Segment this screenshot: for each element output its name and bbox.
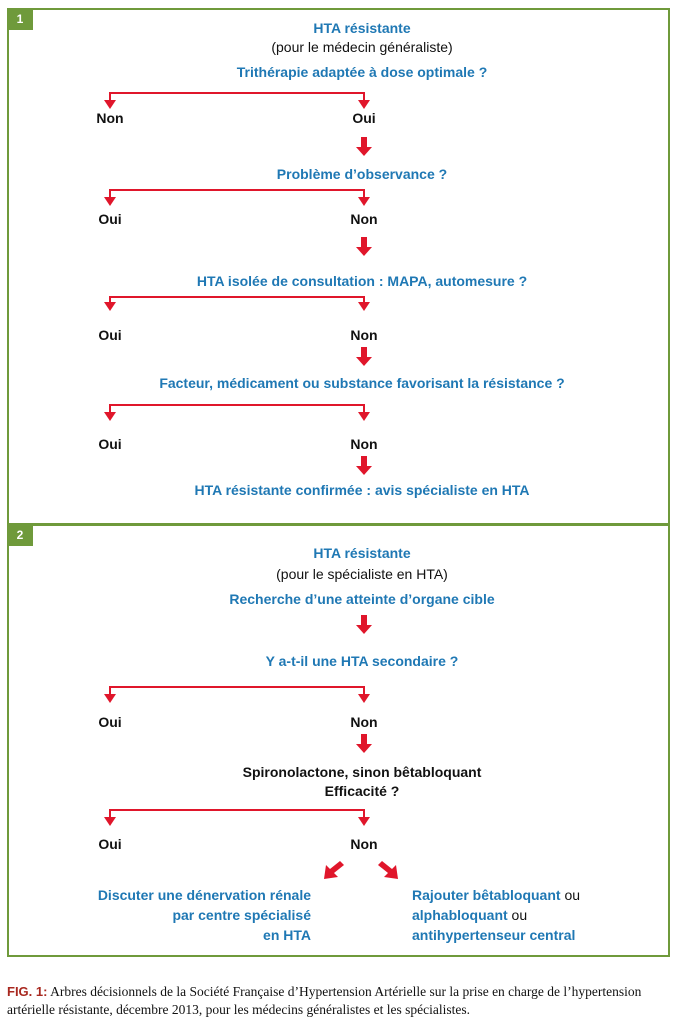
- right-result-bold: antihypertenseur central: [412, 927, 576, 943]
- figure-caption: FIG. 1: Arbres décisionnels de la Sociét…: [7, 983, 673, 1019]
- answer-left: Non: [96, 110, 124, 126]
- question-2: Problème d’observance ?: [276, 166, 448, 182]
- panel-2-subtitle: (pour le spécialiste en HTA): [276, 566, 448, 582]
- arrowhead: [104, 302, 116, 311]
- step-1: Recherche d’une atteinte d’organe cible: [229, 591, 495, 607]
- answer-right: Oui: [352, 110, 376, 126]
- arrowhead: [358, 694, 370, 703]
- panel-1-title: HTA résistante: [313, 20, 411, 36]
- right-result-or: ou: [507, 907, 528, 923]
- branch-arrow: [109, 809, 365, 820]
- arrowhead: [104, 197, 116, 206]
- answer-right: Non: [350, 714, 378, 730]
- diagonal-arrow-left: [324, 861, 344, 879]
- question-3: HTA isolée de consultation : MAPA, autom…: [196, 273, 528, 289]
- arrowhead: [104, 100, 116, 109]
- panel-2: 2: [7, 524, 670, 957]
- down-arrow: [356, 347, 372, 366]
- panel-2-question-2-line2: Efficacité ?: [324, 783, 400, 799]
- branch-arrow: [109, 404, 365, 415]
- answer-right: Non: [350, 327, 378, 343]
- panel-1-subtitle: (pour le médecin généraliste): [271, 39, 453, 55]
- caption-text: Arbres décisionnels de la Société França…: [7, 984, 642, 1017]
- answer-left: Oui: [98, 327, 122, 343]
- branch-arrow: [109, 92, 365, 103]
- left-result-line: Discuter une dénervation rénale: [97, 887, 311, 903]
- right-result-or: ou: [560, 887, 581, 903]
- branch-arrow: [109, 189, 365, 200]
- question-4: Facteur, médicament ou substance favoris…: [159, 375, 565, 391]
- down-arrow: [356, 734, 372, 753]
- arrowhead: [358, 100, 370, 109]
- panel-2-question-1: Y a-t-il une HTA secondaire ?: [265, 653, 459, 669]
- right-result-bold: alphabloquant: [412, 907, 508, 923]
- branch-arrow: [109, 686, 365, 697]
- panel-2-number: 2: [7, 524, 33, 546]
- down-arrow: [356, 137, 372, 156]
- answer-right: Non: [350, 836, 378, 852]
- arrowhead: [358, 197, 370, 206]
- answer-left: Oui: [98, 714, 122, 730]
- left-result-line: en HTA: [263, 927, 311, 943]
- panel-2-question-2-line1: Spironolactone, sinon bêtabloquant: [242, 764, 482, 780]
- answer-left: Oui: [98, 436, 122, 452]
- answer-right: Non: [350, 211, 378, 227]
- down-arrow: [356, 615, 372, 634]
- caption-label: FIG. 1:: [7, 984, 48, 999]
- diagonal-arrow-right: [378, 861, 398, 879]
- panel-1-number: 1: [7, 8, 33, 30]
- arrowhead: [358, 817, 370, 826]
- left-result: Discuter une dénervation rénale par cent…: [98, 885, 311, 945]
- branch-arrow: [109, 296, 365, 305]
- arrowhead: [104, 412, 116, 421]
- panel-2-title: HTA résistante: [313, 545, 411, 561]
- arrowhead: [358, 302, 370, 311]
- arrowhead: [104, 817, 116, 826]
- arrowhead: [104, 694, 116, 703]
- right-result: Rajouter bêtabloquant ou alphabloquant o…: [412, 885, 580, 945]
- left-result-line: par centre spécialisé: [172, 907, 311, 923]
- down-arrow: [356, 237, 372, 256]
- answer-left: Oui: [98, 836, 122, 852]
- down-arrow: [356, 456, 372, 475]
- question-1: Trithérapie adaptée à dose optimale ?: [236, 64, 488, 80]
- answer-right: Non: [350, 436, 378, 452]
- right-result-bold: Rajouter bêtabloquant: [412, 887, 561, 903]
- panel-1-result: HTA résistante confirmée : avis spéciali…: [194, 482, 530, 498]
- arrowhead: [358, 412, 370, 421]
- answer-left: Oui: [98, 211, 122, 227]
